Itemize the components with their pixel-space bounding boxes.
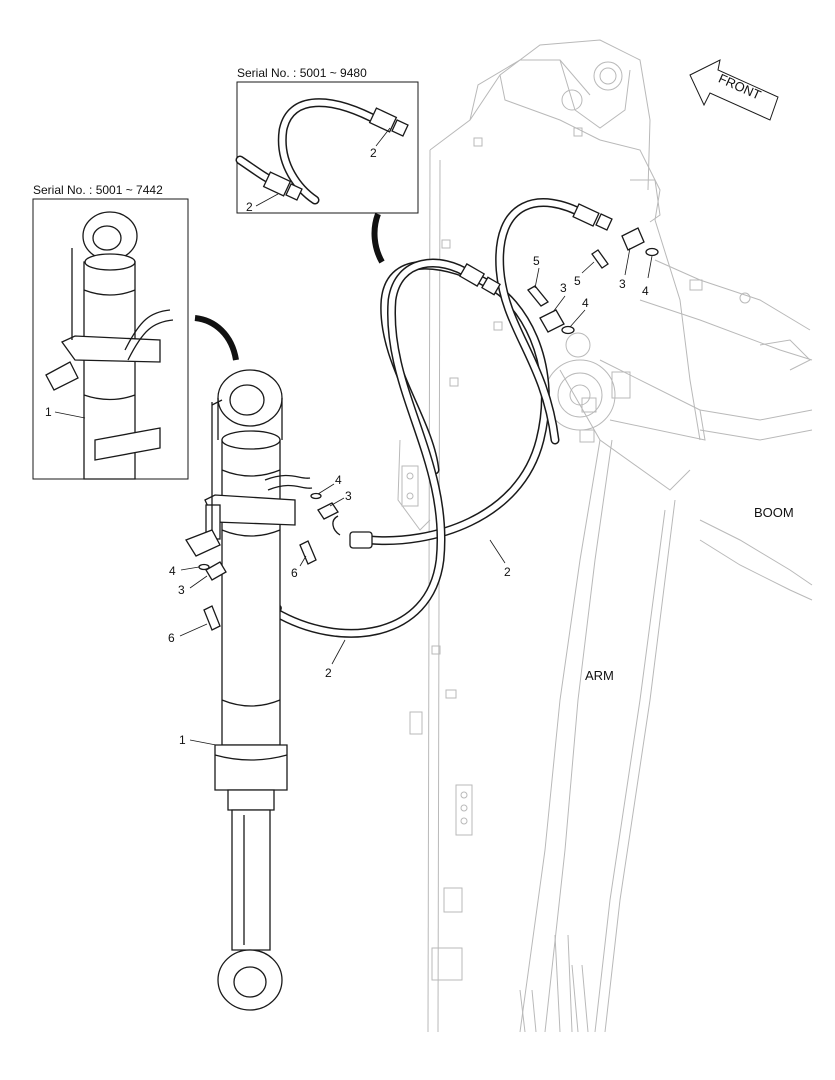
boom-arm-structure	[397, 39, 813, 1033]
callout-bolt-boom-a: 5	[533, 254, 540, 268]
serial-label-left: Serial No. : 5001 ~ 7442	[33, 183, 163, 197]
callout-cylinder-inset: 1	[45, 405, 52, 419]
cylinder-small-parts	[198, 227, 659, 631]
boom-label: BOOM	[754, 505, 794, 520]
callout-hose-inset-a: 2	[370, 146, 377, 160]
callout-oring-mid: 4	[335, 473, 342, 487]
callout-bolt-left: 6	[168, 631, 175, 645]
serial-label-top: Serial No. : 5001 ~ 9480	[237, 66, 367, 80]
callout-oring-boom-a: 4	[582, 296, 589, 310]
callout-oring-boom-b: 4	[642, 284, 649, 298]
callout-oring-left: 4	[169, 564, 176, 578]
callout-bolt-mid: 6	[291, 566, 298, 580]
callout-hose-inset-b: 2	[246, 200, 253, 214]
detail-arrow-left	[194, 315, 239, 361]
hose-lower	[270, 258, 475, 638]
callout-clamp-boom-b: 3	[619, 277, 626, 291]
main-cylinder	[185, 369, 313, 1011]
callout-hose-lower: 2	[325, 666, 332, 680]
inset-top: Serial No. : 5001 ~ 9480	[235, 66, 419, 214]
callout-hose-long: 2	[504, 565, 511, 579]
hose-routing	[237, 198, 613, 638]
arm-label: ARM	[585, 668, 614, 683]
callout-clamp-boom-a: 3	[560, 281, 567, 295]
callouts: 1 1 2 2 2 2 4 3 6 4 3 6 5 3 4	[45, 127, 653, 747]
callout-clamp-mid: 3	[345, 489, 352, 503]
detail-arrow-top	[371, 212, 385, 264]
callout-bolt-boom-b: 5	[574, 274, 581, 288]
front-arrow: FRONT	[689, 59, 779, 121]
hose-long	[365, 260, 550, 546]
callout-cylinder-main: 1	[179, 733, 186, 747]
front-arrow-icon	[689, 59, 779, 121]
callout-clamp-left: 3	[178, 583, 185, 597]
inset-left: Serial No. : 5001 ~ 7442	[32, 183, 189, 480]
